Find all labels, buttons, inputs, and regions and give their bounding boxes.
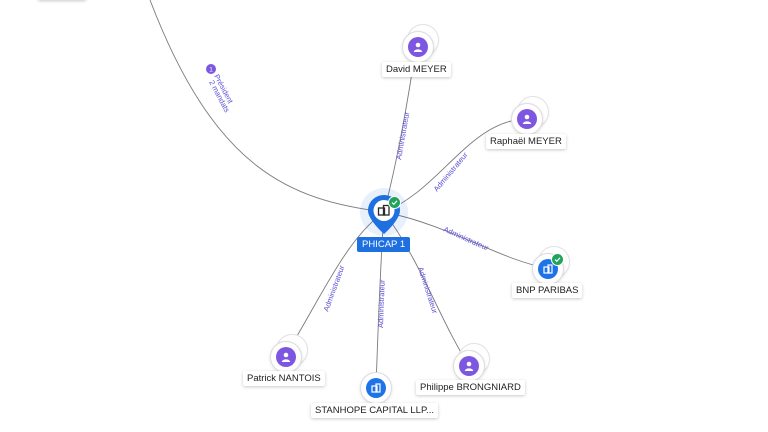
edge-line-philippe <box>383 211 469 365</box>
edge-label-david: Administrateur <box>394 111 411 161</box>
node-label[interactable]: STANHOPE CAPITAL LLP... <box>311 403 438 418</box>
edge-label-raphael: Administrateur <box>432 150 470 193</box>
building-icon <box>366 378 386 398</box>
center-node-label[interactable]: PHICAP 1 <box>357 237 411 252</box>
edge-label-bnp: Administrateur <box>442 225 490 253</box>
node-circle[interactable] <box>453 350 485 382</box>
node-circle[interactable] <box>360 372 392 404</box>
node-circle[interactable] <box>402 31 434 63</box>
edge-count-badge[interactable] <box>206 64 216 74</box>
person-icon <box>276 347 296 367</box>
edge-count-value: 1 <box>209 67 213 74</box>
node-label[interactable]: Patrick NANTOIS <box>243 371 325 386</box>
person-icon <box>517 109 537 129</box>
verified-check-icon <box>551 253 564 266</box>
edge-label-patrick: Administrateur <box>321 264 346 313</box>
edge-line-stanhope <box>375 211 385 388</box>
edge-label-stanhope: Administrateur <box>376 279 387 328</box>
node-circle[interactable] <box>511 103 543 135</box>
edge-line-top <box>149 0 385 213</box>
person-icon <box>459 356 479 376</box>
node-label[interactable]: David MEYER <box>382 62 451 77</box>
node-label[interactable]: BNP PARIBAS <box>512 283 583 298</box>
verified-check-icon <box>388 196 401 209</box>
edge-line-raphael <box>383 118 527 213</box>
node-circle[interactable] <box>270 341 302 373</box>
person-icon <box>408 37 428 57</box>
edge-label-philippe: Administrateur <box>416 266 440 315</box>
edge-line-bnp <box>383 211 548 269</box>
node-label[interactable]: Philippe BRONGNIARD <box>416 380 525 395</box>
node-label[interactable]: Raphaël MEYER <box>486 134 566 149</box>
